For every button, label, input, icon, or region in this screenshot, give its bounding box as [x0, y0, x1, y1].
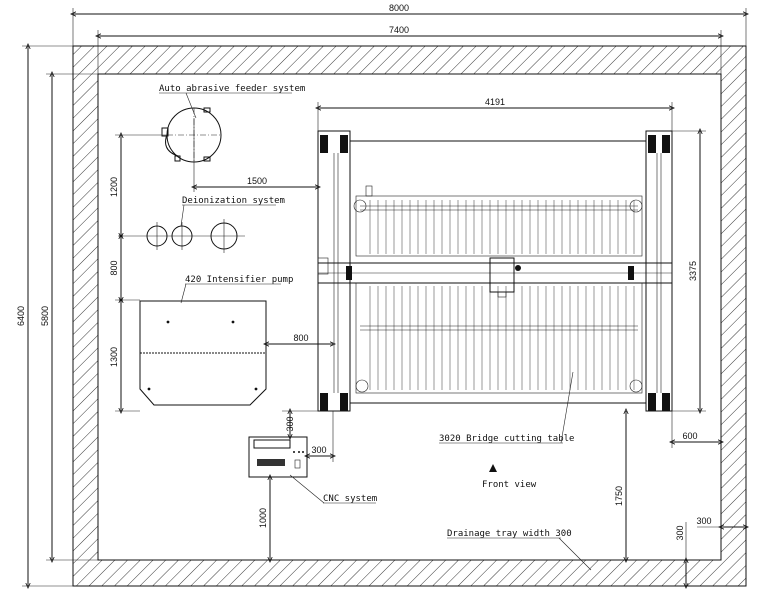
dim-tray-width-h: 300	[696, 516, 746, 527]
dim-feeder-offset: 1500	[194, 176, 318, 187]
dim-overall-height-text: 6400	[16, 306, 26, 326]
dim-table-width-text: 4191	[485, 97, 505, 107]
cutting-table	[317, 130, 673, 412]
dim-cnc-offset-h: 300	[307, 411, 333, 462]
dim-inner-width-text: 7400	[389, 25, 409, 35]
dim-left-chain: 1200 800 1300	[109, 135, 167, 411]
dim-cnc-offset-h-text: 300	[311, 445, 326, 455]
dim-overall-width-text: 8000	[389, 3, 409, 13]
deionization-label: Deionization system	[182, 196, 285, 206]
cnc-system	[248, 436, 308, 478]
dim-cnc-offset-v-text: 300	[285, 416, 295, 431]
feeder-label: Auto abrasive feeder system	[159, 84, 305, 94]
dim-table-height: 3375	[672, 131, 706, 411]
dim-pump-offset: 800	[266, 333, 333, 344]
deionization-system	[118, 219, 245, 253]
front-view-arrow-icon	[489, 464, 497, 472]
cnc-label: CNC system	[323, 494, 377, 504]
dim-overall-height: 6400	[16, 46, 73, 586]
dim-inner-height: 5800	[40, 74, 98, 560]
dim-tray-width-v-text: 300	[675, 525, 685, 540]
room-walls	[72, 45, 747, 587]
front-view-label: Front view	[482, 480, 537, 490]
lower-slats	[369, 286, 635, 390]
dim-inner-height-text: 5800	[40, 306, 50, 326]
dim-tray-width-h-text: 300	[696, 516, 711, 526]
dim-tray-width-v: 300	[675, 522, 686, 586]
front-view-marker	[489, 464, 497, 472]
dim-table-height-text: 3375	[688, 261, 698, 281]
dim-table-to-wall: 1750	[614, 411, 626, 560]
dim-feeder-offset-text: 1500	[247, 176, 267, 186]
dim-pump-spacing-text: 1300	[109, 347, 119, 367]
dim-feeder-spacing-text: 1200	[109, 177, 119, 197]
dim-inner-width: 7400	[98, 25, 721, 74]
pump-label: 420 Intensifier pump	[185, 275, 293, 285]
intensifier-pump	[139, 300, 267, 406]
dim-table-to-wall-text: 1750	[614, 486, 624, 506]
dim-deion-spacing-text: 800	[109, 260, 119, 275]
abrasive-feeder	[161, 107, 222, 192]
dim-overall-width: 8000	[73, 3, 746, 46]
dim-right-margin: 600	[672, 411, 721, 448]
table-label: 3020 Bridge cutting table	[439, 434, 574, 444]
dim-cnc-offset-v: 300	[282, 411, 318, 437]
dim-pump-offset-text: 800	[293, 333, 308, 343]
dim-cnc-to-wall-text: 1000	[258, 508, 268, 528]
dim-right-margin-text: 600	[682, 431, 697, 441]
dim-table-width: 4191	[318, 97, 672, 131]
drainage-label: Drainage tray width 300	[447, 529, 572, 539]
dim-cnc-to-wall: 1000	[258, 477, 270, 560]
upper-slats	[369, 200, 635, 254]
